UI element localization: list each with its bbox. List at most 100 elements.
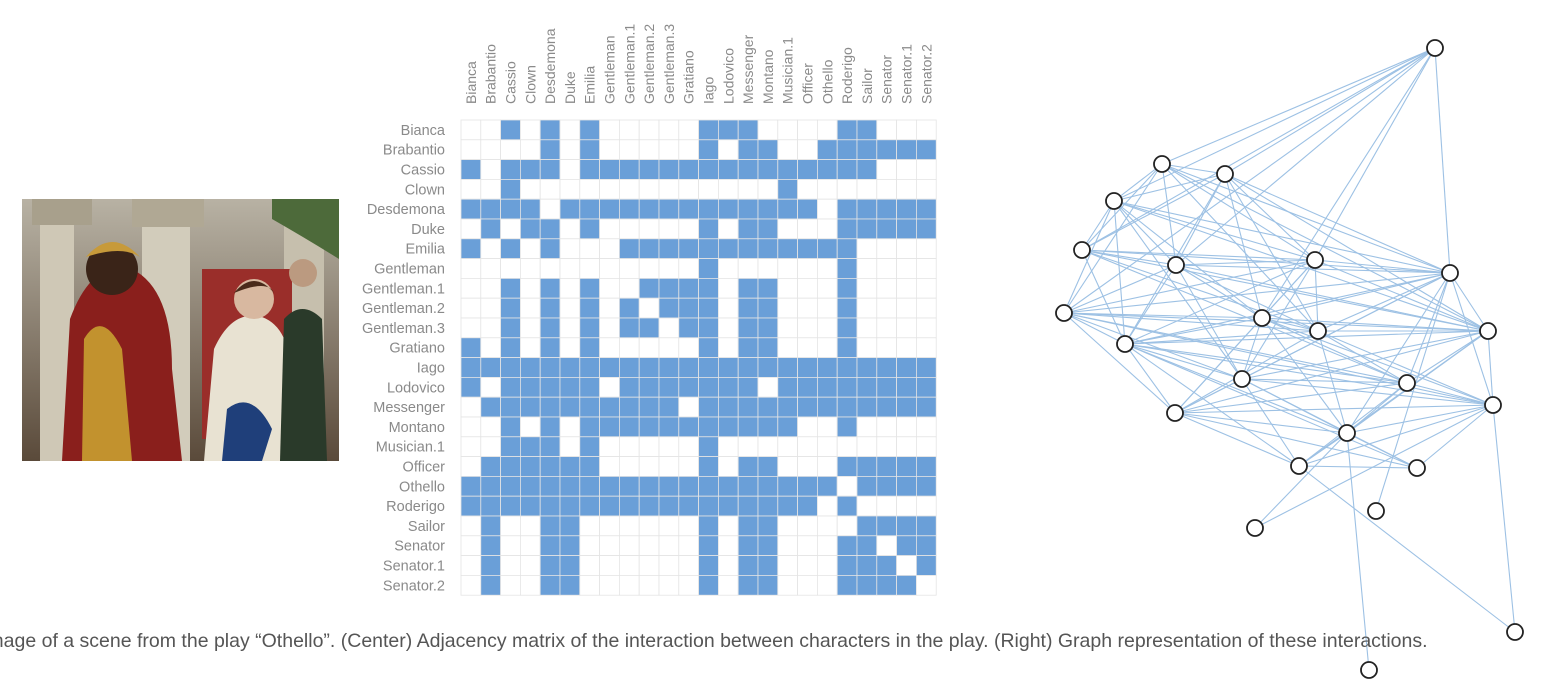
matrix-cell bbox=[717, 357, 739, 378]
matrix-col-label: Duke bbox=[562, 71, 578, 104]
matrix-cell bbox=[579, 297, 601, 319]
matrix-cell bbox=[579, 317, 601, 339]
matrix-cell bbox=[618, 357, 640, 378]
matrix-cell bbox=[757, 555, 779, 576]
matrix-cell bbox=[500, 238, 521, 260]
matrix-cell bbox=[896, 119, 917, 141]
graph-edge bbox=[1317, 330, 1494, 406]
matrix-cell bbox=[777, 178, 798, 200]
matrix-cell bbox=[856, 357, 878, 378]
matrix-cell bbox=[539, 258, 561, 279]
matrix-cell bbox=[896, 139, 917, 161]
matrix-cell bbox=[757, 475, 779, 497]
matrix-cell bbox=[618, 416, 640, 438]
matrix-cell bbox=[579, 258, 601, 279]
matrix-cell bbox=[618, 376, 640, 398]
matrix-cell bbox=[777, 218, 798, 240]
matrix-cell bbox=[480, 238, 502, 260]
matrix-cell bbox=[777, 495, 798, 517]
matrix-cell bbox=[618, 396, 640, 418]
matrix-cell bbox=[717, 139, 739, 161]
matrix-cell bbox=[717, 396, 739, 418]
matrix-cell bbox=[638, 555, 660, 576]
matrix-cell bbox=[658, 436, 680, 457]
matrix-cell bbox=[618, 297, 640, 319]
graph-edge bbox=[1113, 200, 1177, 266]
matrix-cell bbox=[539, 297, 561, 319]
graph-edge bbox=[1298, 465, 1418, 469]
graph-edge bbox=[1124, 343, 1348, 434]
matrix-cell bbox=[559, 416, 581, 438]
matrix-cell bbox=[777, 535, 798, 556]
matrix-cell bbox=[916, 218, 937, 240]
matrix-col-label: Sailor bbox=[859, 68, 875, 104]
matrix-cell bbox=[698, 277, 719, 299]
matrix-cell bbox=[500, 258, 521, 279]
graph-edge bbox=[1314, 47, 1436, 261]
matrix-cell bbox=[777, 555, 798, 576]
matrix-cell bbox=[480, 178, 502, 200]
matrix-cell bbox=[757, 456, 779, 477]
graph-edge bbox=[1317, 330, 1348, 434]
graph-node bbox=[1479, 322, 1497, 340]
matrix-cell bbox=[500, 436, 521, 457]
matrix-cell bbox=[599, 456, 620, 477]
matrix-row-label: Senator bbox=[394, 539, 445, 555]
matrix-cell bbox=[876, 376, 897, 398]
graph-edge bbox=[1314, 259, 1319, 332]
matrix-cell bbox=[856, 159, 878, 180]
graph-edge bbox=[1124, 343, 1494, 406]
matrix-cell bbox=[816, 178, 838, 200]
matrix-cell bbox=[777, 317, 798, 339]
graph-edge bbox=[1449, 272, 1489, 332]
matrix-cell bbox=[678, 178, 699, 200]
matrix-cell bbox=[916, 436, 937, 457]
matrix-cell bbox=[797, 416, 818, 438]
matrix-cell bbox=[618, 555, 640, 576]
matrix-cell bbox=[559, 555, 581, 576]
graph-edge bbox=[1406, 330, 1489, 384]
matrix-cell bbox=[797, 139, 818, 161]
matrix-cell bbox=[519, 337, 541, 358]
matrix-cell bbox=[896, 297, 917, 319]
matrix-cell bbox=[658, 456, 680, 477]
matrix-cell bbox=[836, 277, 858, 299]
matrix-cell bbox=[777, 139, 798, 161]
matrix-cell bbox=[816, 396, 838, 418]
matrix-cell bbox=[856, 337, 878, 358]
matrix-cell bbox=[876, 456, 897, 477]
matrix-cell bbox=[856, 555, 878, 576]
matrix-cell bbox=[559, 238, 581, 260]
matrix-cell bbox=[816, 416, 838, 438]
matrix-cell bbox=[678, 139, 699, 161]
matrix-cell bbox=[816, 555, 838, 576]
matrix-cell bbox=[816, 198, 838, 220]
matrix-cell bbox=[856, 317, 878, 339]
graph-edge bbox=[1174, 378, 1243, 414]
matrix-cell bbox=[876, 238, 897, 260]
matrix-cell bbox=[559, 535, 581, 556]
graph-edge bbox=[1317, 272, 1451, 332]
matrix-cell bbox=[618, 277, 640, 299]
matrix-cell bbox=[896, 357, 917, 378]
matrix-cell bbox=[698, 238, 719, 260]
matrix-cell bbox=[618, 139, 640, 161]
matrix-cell bbox=[618, 178, 640, 200]
matrix-cell bbox=[599, 475, 620, 497]
matrix-cell bbox=[500, 456, 521, 477]
graph-edge bbox=[1261, 317, 1319, 332]
matrix-row-labels: BiancaBrabantioCassioClownDesdemonaDukeE… bbox=[362, 123, 446, 594]
matrix-cell bbox=[539, 555, 561, 576]
matrix-cell bbox=[916, 396, 937, 418]
matrix-cell bbox=[599, 139, 620, 161]
matrix-cell bbox=[757, 119, 779, 141]
matrix-cell bbox=[876, 475, 897, 497]
matrix-cell bbox=[717, 376, 739, 398]
matrix-cell bbox=[480, 159, 502, 180]
matrix-cell bbox=[777, 159, 798, 180]
graph-nodes bbox=[1055, 39, 1524, 679]
graph-edge bbox=[1346, 404, 1494, 434]
matrix-cell bbox=[618, 575, 640, 596]
graph-edge bbox=[1124, 343, 1176, 414]
matrix-cell bbox=[480, 297, 502, 319]
